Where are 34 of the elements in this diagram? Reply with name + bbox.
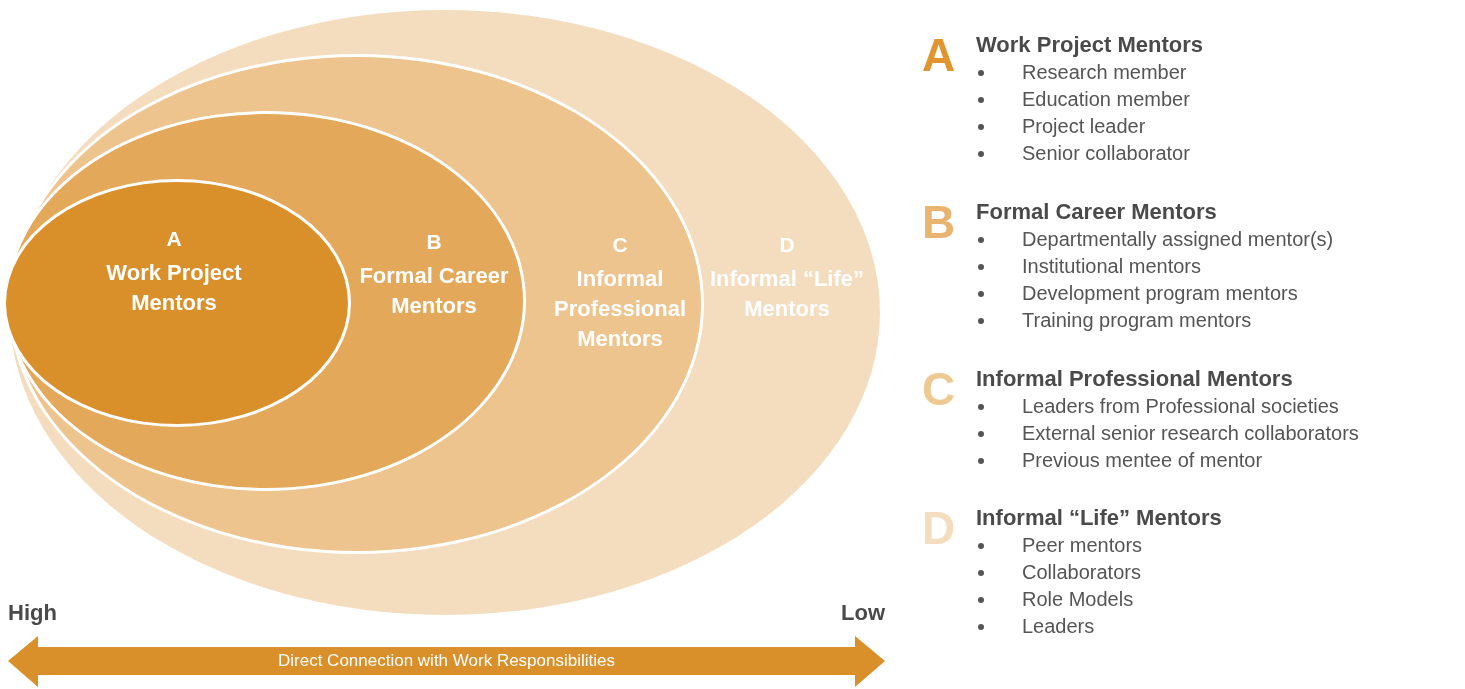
section-letter: A (922, 32, 956, 78)
section-heading: Informal “Life” Mentors (976, 505, 1222, 531)
list-item: Previous mentee of mentor (1022, 448, 1263, 473)
section-letter: D (922, 505, 956, 551)
ellipse-title: Informal Professional Mentors (552, 265, 687, 353)
section-letter: C (922, 366, 956, 412)
section-heading: Informal Professional Mentors (976, 366, 1293, 392)
scale-label: Low (841, 600, 885, 626)
ellipse-title: Formal Career Mentors (358, 262, 510, 320)
list-item: Education member (1022, 87, 1190, 112)
ellipse-letter: B (426, 229, 442, 255)
list-item: Institutional mentors (1022, 254, 1201, 279)
list-item: Leaders from Professional societies (1022, 394, 1339, 419)
list-item: Development program mentors (1022, 281, 1298, 306)
list-item: Peer mentors (1022, 533, 1143, 558)
section-letter: B (922, 199, 956, 245)
list-item: Departmentally assigned mentor(s) (1022, 227, 1334, 252)
ellipse-letter: D (779, 232, 795, 258)
list-item: Research member (1022, 60, 1187, 85)
list-item: Leaders (1022, 614, 1095, 639)
section-heading: Work Project Mentors (976, 32, 1203, 58)
list-item: Training program mentors (1022, 308, 1252, 333)
list-item: Role Models (1022, 587, 1134, 612)
section-heading: Formal Career Mentors (976, 199, 1217, 225)
list-item: Collaborators (1022, 560, 1141, 585)
ellipse-title: Informal “Life” Mentors (709, 265, 865, 323)
list-item: External senior research collaborators (1022, 421, 1359, 446)
ellipse-letter: A (166, 226, 182, 252)
ellipse-title: Work Project Mentors (105, 259, 243, 317)
ellipse-letter: C (612, 232, 628, 258)
list-item: Project leader (1022, 114, 1146, 139)
scale-label: High (8, 600, 57, 626)
list-item: Senior collaborator (1022, 141, 1190, 166)
arrow-label: Direct Connection with Work Responsibilities (278, 650, 615, 672)
